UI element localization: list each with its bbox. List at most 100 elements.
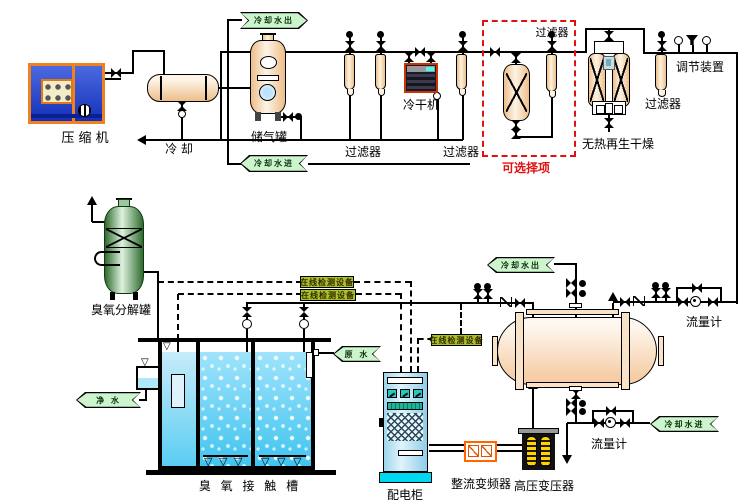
pipe — [692, 45, 694, 53]
pipe — [676, 287, 678, 303]
cooling-water-line — [146, 139, 463, 141]
dryer-mid-box — [603, 56, 615, 70]
signal-line-dashed — [178, 293, 302, 295]
check-valve-icon — [633, 296, 645, 306]
valve-icon — [404, 52, 414, 62]
vent-ball-icon — [548, 31, 555, 38]
valve-icon — [376, 41, 386, 51]
pipe — [220, 51, 222, 140]
dryer-louvers — [407, 74, 435, 90]
nozzle-flange — [569, 386, 582, 391]
signal-line-dashed — [356, 293, 401, 295]
signal-line-dashed — [417, 338, 419, 372]
label-contact-tank: 臭 氧 接 触 槽 — [198, 479, 302, 493]
pipe — [575, 388, 577, 423]
valve-icon — [345, 41, 355, 51]
meter-dial-icon — [413, 389, 423, 398]
label-compressor: 压 缩 机 — [61, 131, 109, 146]
destructor-packing-pattern — [106, 228, 142, 248]
dryer-display — [426, 67, 434, 71]
vent-ball-icon — [579, 408, 586, 415]
pipe — [720, 287, 722, 303]
optional-group-box — [482, 20, 576, 157]
label-filter: 过滤器 — [644, 97, 681, 111]
label-heatless-dryer: 无热再生干燥 — [581, 137, 654, 151]
tube-sheet — [205, 76, 207, 100]
generator-end-stub — [492, 336, 498, 366]
pipe — [227, 163, 242, 165]
pipe — [132, 50, 164, 52]
pipe — [380, 90, 382, 140]
label-filter: 过滤器 — [535, 26, 569, 39]
dryer-top-strip — [407, 66, 435, 72]
vent-ball-icon — [377, 31, 384, 38]
pipe — [515, 136, 553, 138]
tank-leg — [275, 112, 281, 121]
destructor-u-tube — [94, 251, 120, 266]
diffuser-icon: ▽ — [261, 455, 270, 468]
signal-line-dashed — [354, 281, 411, 283]
vent-arrow-icon — [87, 196, 97, 205]
rotameter-icon — [242, 319, 252, 329]
check-valve-icon — [500, 297, 512, 307]
label-flowmeter: 流量计 — [685, 315, 722, 329]
gauge-icon — [674, 36, 683, 45]
after-cooler — [147, 74, 219, 102]
water-level-icon: ▽ — [141, 357, 149, 368]
relief-funnel-icon — [686, 35, 698, 45]
label-ozone-destructor: 臭氧分解罐 — [90, 303, 151, 317]
cooling-water-return-line — [308, 163, 470, 165]
tank-leg — [255, 112, 261, 121]
valve-icon — [651, 288, 661, 298]
banner-cooling-water-in: 冷却水进 — [650, 416, 719, 432]
signal-line-dashed — [177, 294, 179, 340]
level-probe — [171, 374, 185, 408]
pipe — [551, 92, 553, 138]
pipe — [103, 78, 121, 80]
pipe — [575, 264, 577, 318]
diffuser-icon: ▽ — [204, 455, 213, 468]
flowmeter-icon — [690, 296, 701, 307]
power-line — [429, 450, 465, 452]
power-line — [429, 444, 465, 446]
meter-dial-icon — [387, 389, 397, 398]
pipe — [349, 90, 351, 140]
filter-column — [344, 54, 355, 96]
flowmeter-icon — [605, 417, 616, 428]
drain-trap-icon — [178, 110, 186, 118]
signal-line-dashed — [410, 281, 412, 372]
pipe — [303, 316, 305, 320]
cabinet-handle — [379, 418, 383, 427]
vent-ball-icon — [662, 282, 669, 289]
vent-ball-icon — [658, 31, 665, 38]
label-flowmeter: 流量计 — [590, 437, 627, 451]
valve-icon — [606, 406, 616, 416]
filter-column-optional — [546, 54, 557, 98]
pipe — [246, 316, 248, 320]
vent-pipe — [92, 221, 106, 223]
diffuser-icon: ▽ — [234, 455, 243, 468]
dryer-bottom-manifold — [592, 101, 626, 115]
raw-water-pipe — [312, 352, 334, 354]
valve-icon — [620, 418, 630, 428]
contact-tank-wall — [158, 341, 162, 471]
contact-tank-baffle — [251, 341, 255, 467]
cabinet-slot — [387, 377, 423, 384]
drain-arrow-icon — [562, 455, 572, 464]
label-regulator: 调节装置 — [675, 60, 724, 74]
tank-leg — [110, 292, 115, 300]
diffuser-icon: ▽ — [293, 455, 302, 468]
pipe — [706, 44, 708, 53]
water-level-icon: ▽ — [163, 341, 171, 352]
ozone-destructor-tank — [104, 206, 144, 294]
valve-icon — [678, 297, 688, 307]
contact-tank-rim — [138, 338, 331, 342]
power-cabinet — [383, 372, 428, 472]
pipe — [227, 19, 242, 21]
pipe — [181, 100, 183, 140]
label-fridge-dryer: 冷干机 — [402, 98, 439, 112]
signal-line-dashed — [418, 338, 433, 340]
rotameter-icon — [299, 319, 309, 329]
power-line — [497, 444, 523, 446]
